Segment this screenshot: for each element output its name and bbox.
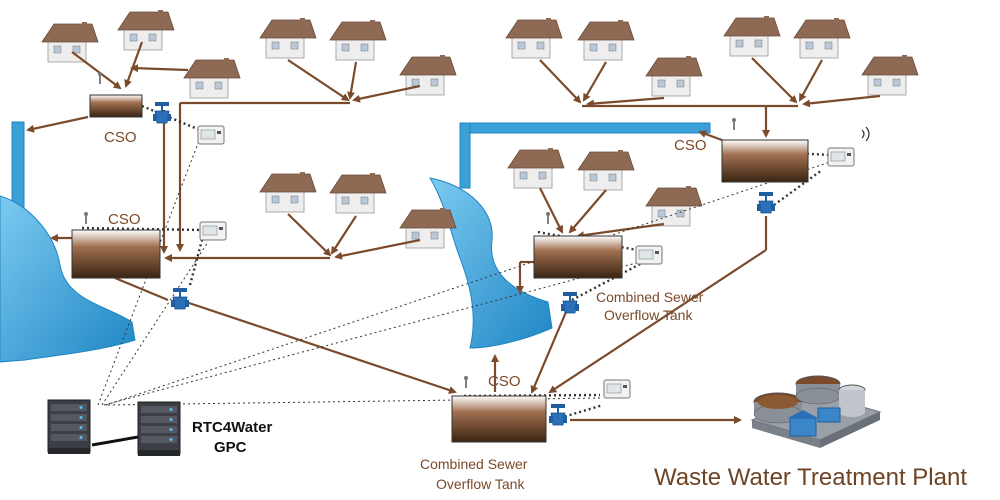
house-icon [507,147,565,189]
cso-label: CSO [108,211,141,228]
antenna-icon [545,211,551,225]
controller-icon [603,379,631,399]
cso-1 [89,71,225,145]
house-icon [329,172,387,214]
tank-label-lower-line2: Overflow Tank [436,476,525,492]
tank-label-lower-line1: Combined Sewer [420,456,528,472]
house-icon [861,54,919,96]
controller-icon [635,245,663,265]
river-left [0,121,136,363]
rtc-label-line2: GPC [214,439,247,456]
valve-icon [548,403,568,426]
valve-icon [756,191,776,214]
cso-label: CSO [104,129,137,146]
house-icon [793,17,851,59]
rtc4water-gpc-servers [47,399,181,457]
cso-label: CSO [674,137,707,154]
tank-icon [451,395,547,443]
antenna-icon [97,71,103,85]
treatment-plant-icon [750,375,882,448]
antenna-icon [731,117,737,131]
house-icon [41,21,99,63]
controller-icon [199,221,227,241]
tank-icon [71,229,161,279]
overflow-tank-upper [533,211,663,314]
wireless-signal-icon [861,126,870,142]
overflow-tank-lower [451,375,631,443]
river-right [428,122,711,349]
house-icon [329,19,387,61]
house-icon [645,185,703,227]
house-icon [117,9,175,51]
house-icon [577,19,635,61]
house-icon [645,55,703,97]
cso-label: CSO [488,373,521,390]
controller-icon [197,125,225,145]
cso-3 [721,117,870,214]
house-icon [259,17,317,59]
house-icon [723,15,781,57]
house-icon [183,57,241,99]
sewer-pipes [26,41,881,424]
tank-icon [89,94,143,118]
tank-label-upper-line1: Combined Sewer [596,289,704,305]
antenna-icon [83,211,89,225]
antenna-icon [463,375,469,389]
house-icon [259,171,317,213]
tank-icon [721,139,809,183]
valve-icon [152,101,172,124]
communication-links [81,104,833,420]
tank-label-upper-line2: Overflow Tank [604,307,693,323]
house-icon [577,149,635,191]
valve-icon [560,291,580,314]
wwtp-label: Waste Water Treatment Plant [654,464,967,491]
controller-icon [827,147,855,167]
rtc-label-line1: RTC4Water [192,419,272,436]
cso-2 [71,211,227,310]
server-icon [47,399,91,455]
valve-icon [170,287,190,310]
tank-icon [533,235,623,279]
house-icon [505,17,563,59]
server-icon [137,401,181,457]
